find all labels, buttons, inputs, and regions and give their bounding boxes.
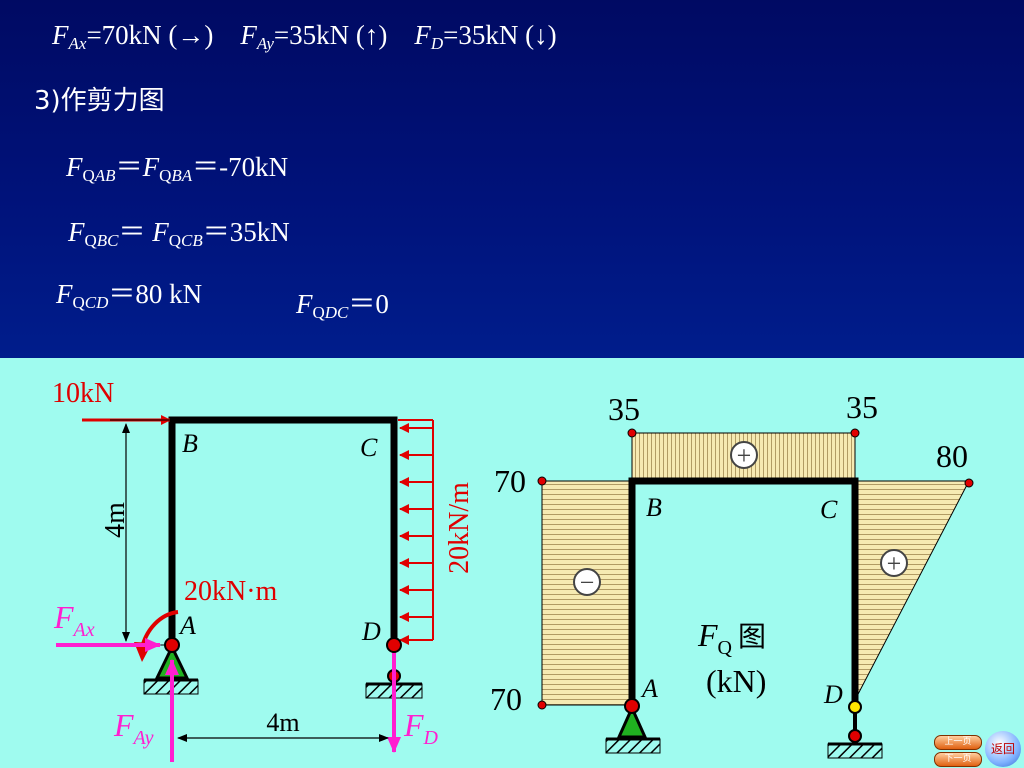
svg-text:+: + <box>887 549 902 578</box>
sign-minus-ab <box>573 568 601 596</box>
shear-joint-c: C <box>820 495 838 524</box>
shear-joint-b: B <box>646 493 662 522</box>
pin-d <box>386 637 402 653</box>
value-35-left: 35 <box>608 391 640 427</box>
equation-dc: FQDC＝0 <box>296 289 389 322</box>
shear-region-cd <box>854 480 970 701</box>
reaction-fay-label: FAy <box>113 707 154 749</box>
reaction-fax-label: FAx <box>53 599 95 641</box>
left-frame-diagram: 10kN B C A D 4m 20kN/m <box>52 378 475 762</box>
load-intensity-label: 20kN/m <box>444 482 475 574</box>
joint-b-label: B <box>182 429 198 458</box>
equation-reactions: FAx=70kN (→) FAy=35kN (↑) FD=35kN (↓) <box>52 20 557 53</box>
value-80: 80 <box>936 438 968 474</box>
joint-a-label: A <box>178 611 196 640</box>
pin-a <box>164 637 180 653</box>
height-dimension-label: 4m <box>100 502 131 538</box>
shear-ground-a <box>605 738 661 754</box>
sign-plus-cd <box>880 549 908 577</box>
prev-page-button[interactable]: 上一页 <box>934 735 982 750</box>
shear-support-a <box>616 704 648 739</box>
equation-bc: FQBC＝ FQCB＝35kN <box>68 217 290 250</box>
back-button[interactable]: 返回 <box>985 731 1021 767</box>
next-page-button[interactable]: 下一页 <box>934 752 982 767</box>
header-panel: FAx=70kN (→) FAy=35kN (↑) FD=35kN (↓) 3)… <box>0 0 1024 358</box>
svg-text:−: − <box>580 568 595 597</box>
section-heading: 3)作剪力图 <box>34 86 165 116</box>
sign-plus-bc <box>730 441 758 469</box>
equation-ab: FQAB＝FQBA＝-70kN <box>66 152 289 185</box>
shear-ground-d <box>827 743 883 759</box>
force-10kn-label: 10kN <box>52 378 114 409</box>
shear-frame-member <box>628 477 859 706</box>
value-70-top: 70 <box>494 463 526 499</box>
equation-cd: FQCD＝80 kN <box>56 279 203 312</box>
distributed-load <box>398 419 434 645</box>
joint-d-label: D <box>361 617 381 646</box>
shear-joint-a: A <box>640 674 658 703</box>
shear-joint-d: D <box>823 680 843 709</box>
diagram-unit: (kN) <box>706 663 766 699</box>
joint-c-label: C <box>360 433 378 462</box>
reaction-fd-label: FD <box>403 707 439 749</box>
span-dimension-label: 4m <box>266 708 299 737</box>
value-70-bottom: 70 <box>490 681 522 717</box>
svg-text:+: + <box>737 441 752 470</box>
moment-label: 20kN·m <box>184 576 278 607</box>
value-35-right: 35 <box>846 389 878 425</box>
frame-member <box>168 416 398 645</box>
shear-region-bc <box>631 432 856 482</box>
